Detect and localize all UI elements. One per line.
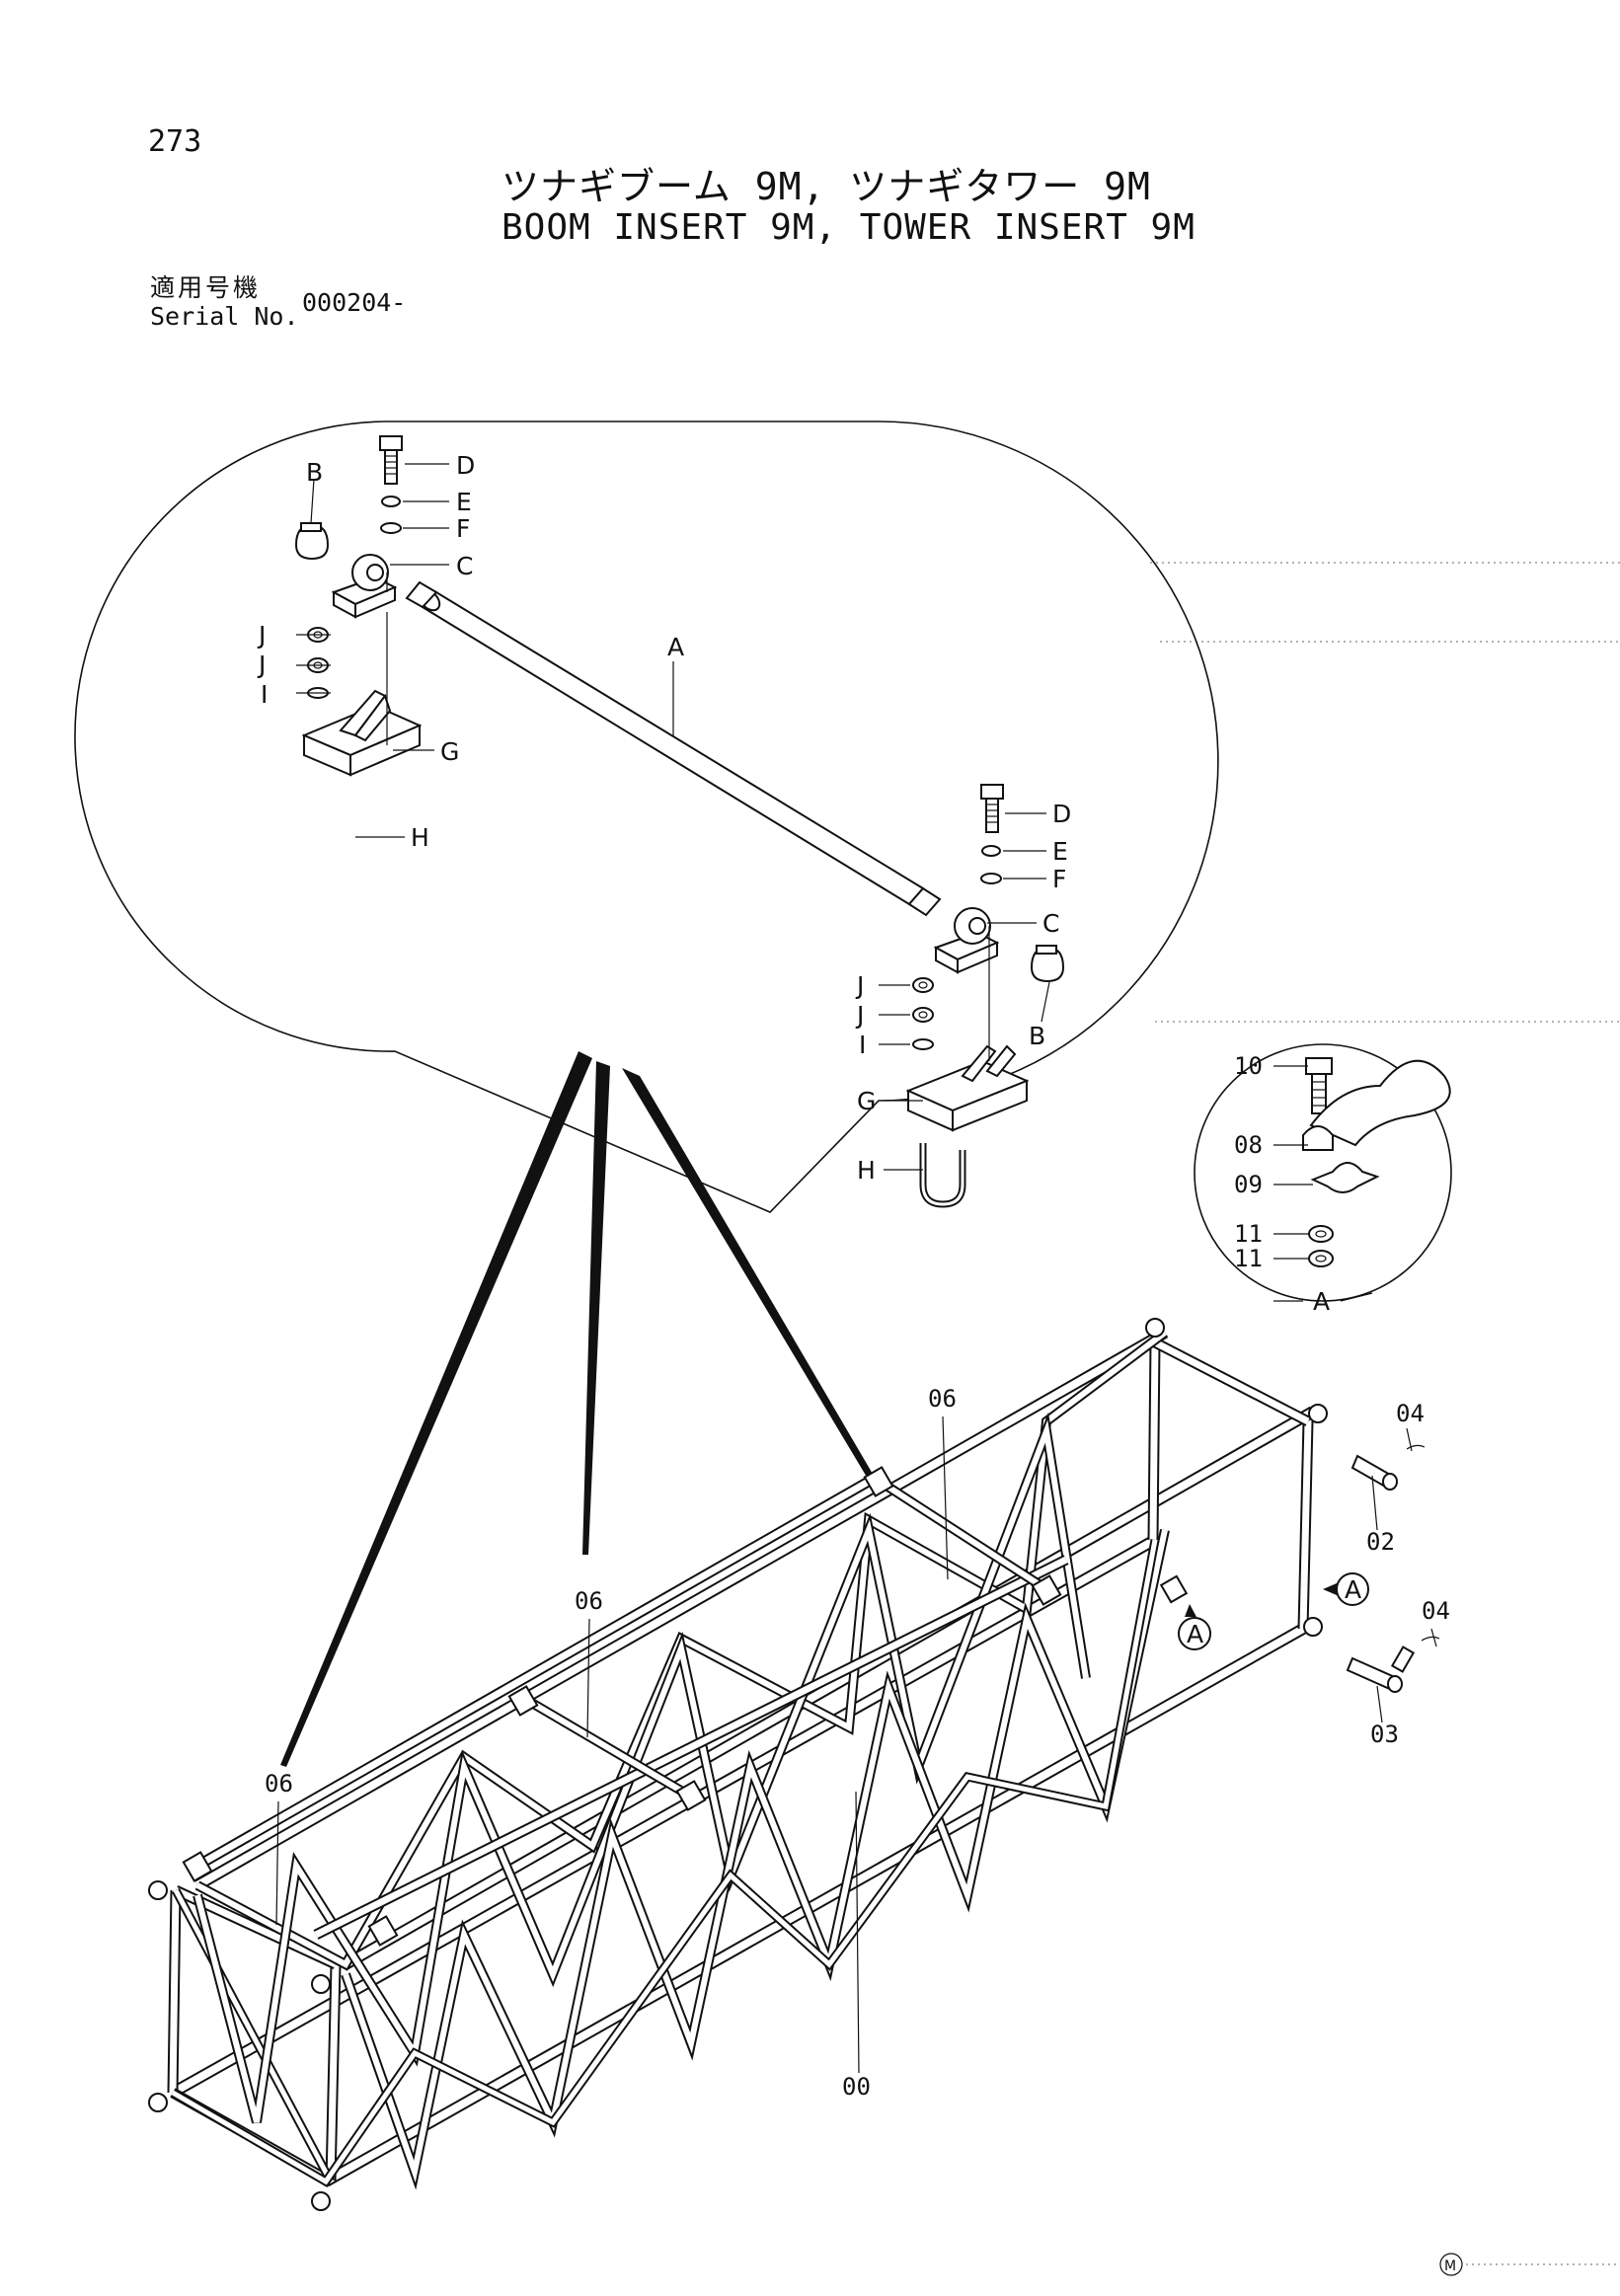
leader-lines (275, 1416, 1437, 2074)
washer-icon (380, 522, 402, 534)
callout-d: D (1052, 800, 1071, 828)
part-number-02: 02 (1366, 1528, 1395, 1556)
part-number-04: 04 (1422, 1597, 1450, 1625)
washer-icon (980, 873, 1002, 884)
callout-j: J (855, 971, 864, 1000)
clamp-icon (367, 1915, 399, 1947)
callout-i: I (859, 1031, 866, 1059)
part-number-11: 11 (1234, 1220, 1263, 1248)
callout-i: I (261, 680, 268, 709)
bolt-icon (379, 435, 403, 485)
callout-f: F (456, 514, 470, 543)
part-number-06: 06 (575, 1587, 603, 1615)
pin-icon (1350, 1444, 1426, 1491)
page-title-english: BOOM INSERT 9M, TOWER INSERT 9M (501, 207, 1196, 248)
bolt-icon (1305, 1057, 1333, 1114)
svg-text:A: A (1187, 1620, 1203, 1648)
callout-a: A (667, 633, 684, 661)
part-number-03: 03 (1370, 1721, 1399, 1748)
callout-c: C (456, 552, 473, 580)
callout-j: J (257, 651, 266, 679)
footer-mark: M (1439, 2253, 1620, 2276)
svg-text:M: M (1444, 2258, 1456, 2274)
callout-c: C (1042, 909, 1059, 938)
nut-icon (912, 977, 934, 993)
part-number-00: 00 (842, 2073, 871, 2101)
detail-view-outline (74, 421, 1219, 1213)
leader-lines (1273, 1065, 1373, 1302)
pin-icon (1346, 1636, 1440, 1693)
callout-g: G (857, 1087, 876, 1115)
page-number: 273 (148, 124, 202, 159)
part-number-10: 10 (1234, 1052, 1263, 1080)
bracket-icon (905, 1044, 1030, 1132)
pillow-block-icon (933, 907, 1000, 974)
callout-h: H (411, 823, 429, 852)
clamp-icon (1031, 1574, 1062, 1606)
nut-icon (1308, 1225, 1334, 1243)
u-bolt-icon (312, 800, 355, 861)
serial-label-japanese: 適用号機 (150, 273, 262, 302)
lattice-boom-insert (148, 1318, 1328, 2211)
serial-label-english: Serial No. (150, 302, 299, 331)
part-number-06: 06 (928, 1385, 957, 1413)
part-number-09: 09 (1234, 1171, 1263, 1198)
serial-number-value: 000204- (302, 288, 407, 317)
boom-pin (405, 580, 942, 917)
clamp-icon (1030, 945, 1065, 983)
callout-b: B (306, 458, 323, 487)
clamp-icon (294, 522, 330, 561)
pillow-block-icon (331, 554, 398, 619)
washer-icon (912, 1038, 934, 1050)
nut-icon (912, 1007, 934, 1023)
washer-icon (381, 496, 401, 507)
clamp-icon (675, 1780, 707, 1811)
bolt-icon (980, 784, 1004, 833)
clamp-icon (863, 1466, 894, 1497)
page-title-japanese: ツナギブーム 9M, ツナギタワー 9M (501, 165, 1151, 208)
callout-f: F (1052, 865, 1066, 893)
clamp-icon (1302, 1059, 1451, 1151)
callout-d: D (456, 451, 475, 480)
bracket-icon (301, 689, 423, 777)
view-marker-a: A (1178, 1604, 1211, 1650)
detail-a-label: A (1313, 1287, 1330, 1316)
svg-text:A: A (1345, 1575, 1361, 1604)
washer-icon (981, 845, 1001, 857)
clamp-icon (507, 1685, 539, 1717)
nut-icon (1308, 1250, 1334, 1267)
part-number-04: 04 (1396, 1400, 1425, 1427)
callout-e: E (456, 488, 472, 516)
view-marker-a: A (1323, 1572, 1369, 1606)
u-bolt-icon (919, 1143, 966, 1208)
callout-j: J (257, 621, 266, 650)
callout-j: J (855, 1001, 864, 1030)
detail-pointer-wedges (280, 1051, 877, 1767)
leader-lines (296, 463, 1050, 1171)
part-number-11: 11 (1234, 1245, 1263, 1272)
callout-g: G (440, 737, 459, 766)
part-number-08: 08 (1234, 1131, 1263, 1159)
detail-view-a-outline (1194, 1043, 1452, 1302)
clamp-icon (1159, 1574, 1189, 1604)
callout-e: E (1052, 837, 1068, 866)
callout-h: H (857, 1156, 876, 1185)
callout-b: B (1029, 1022, 1045, 1050)
clamp-icon (1310, 1162, 1380, 1193)
part-number-06: 06 (265, 1770, 293, 1798)
clamp-icon (182, 1851, 213, 1882)
